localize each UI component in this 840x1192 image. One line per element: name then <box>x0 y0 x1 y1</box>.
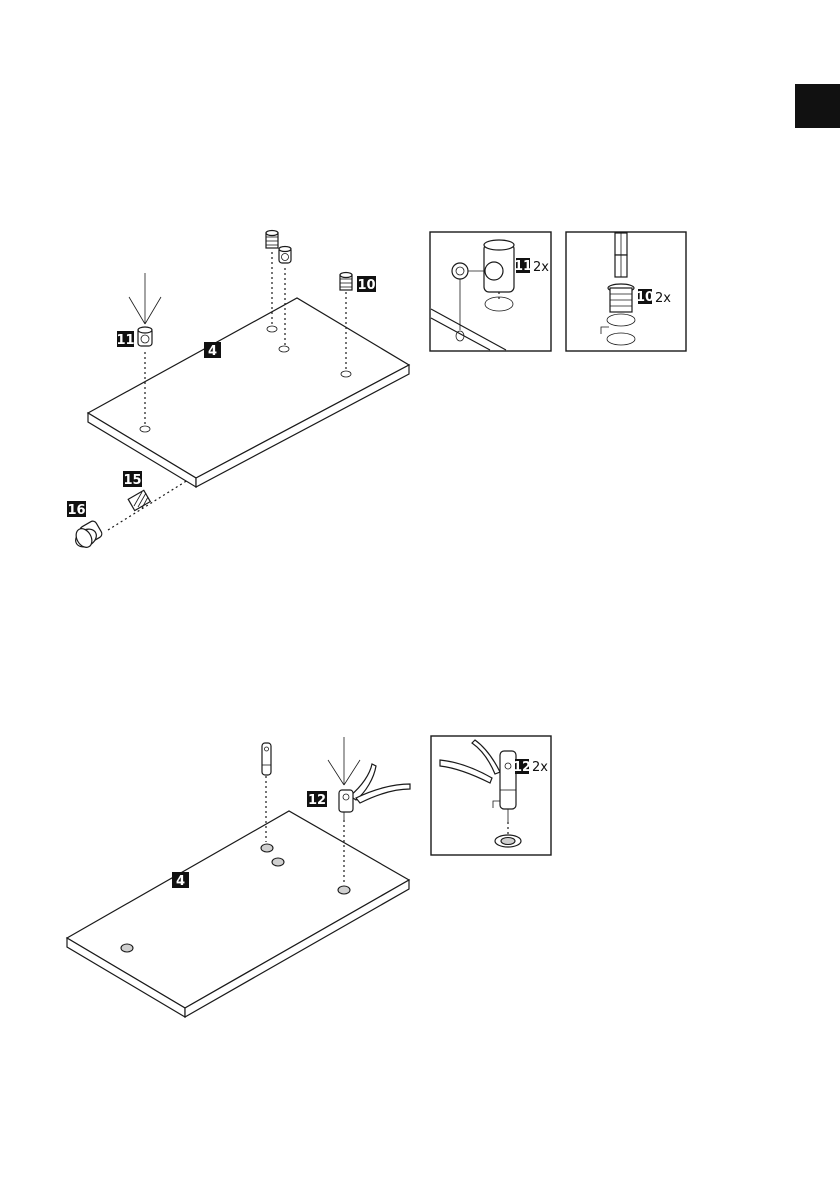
step2-board <box>67 811 409 1017</box>
insertion-arrow <box>328 737 360 785</box>
guide-line <box>108 480 188 530</box>
svg-text:4: 4 <box>176 874 185 889</box>
part-label-12: 12 <box>307 791 327 808</box>
screw-icon <box>128 490 150 510</box>
svg-text:2x: 2x <box>655 291 671 306</box>
svg-text:11: 11 <box>116 333 134 348</box>
insertion-arrow <box>129 273 161 324</box>
threaded-insert-icon <box>266 231 278 249</box>
step1-board <box>88 298 409 487</box>
pin-icon <box>262 743 271 775</box>
part-label-15: 15 <box>123 471 142 488</box>
svg-text:2x: 2x <box>532 760 548 775</box>
cam-fitting-icon <box>138 327 152 346</box>
svg-text:10: 10 <box>636 290 654 305</box>
detail-panel-cam: 11 2x <box>430 232 551 351</box>
svg-text:11: 11 <box>514 259 532 274</box>
part-label-10: 10 <box>357 276 376 293</box>
svg-text:15: 15 <box>123 473 141 488</box>
detail-panel-insert: 10 2x <box>566 232 686 351</box>
svg-text:12: 12 <box>513 760 531 775</box>
svg-text:16: 16 <box>67 503 85 518</box>
part-label-16: 16 <box>67 501 86 518</box>
svg-text:12: 12 <box>308 793 326 808</box>
cam-fitting-icon <box>279 247 291 264</box>
threaded-insert-icon <box>340 273 352 291</box>
detail-panel-pliers: 12 2x <box>431 736 551 855</box>
svg-text:2x: 2x <box>533 260 549 275</box>
knob-icon <box>72 520 103 551</box>
part-label-11: 11 <box>116 331 134 348</box>
pliers-icon <box>339 764 410 820</box>
svg-text:10: 10 <box>357 278 375 293</box>
part-label-4: 4 <box>172 872 189 889</box>
svg-text:4: 4 <box>208 344 217 359</box>
part-label-4: 4 <box>204 342 221 359</box>
page-tab <box>795 84 840 128</box>
